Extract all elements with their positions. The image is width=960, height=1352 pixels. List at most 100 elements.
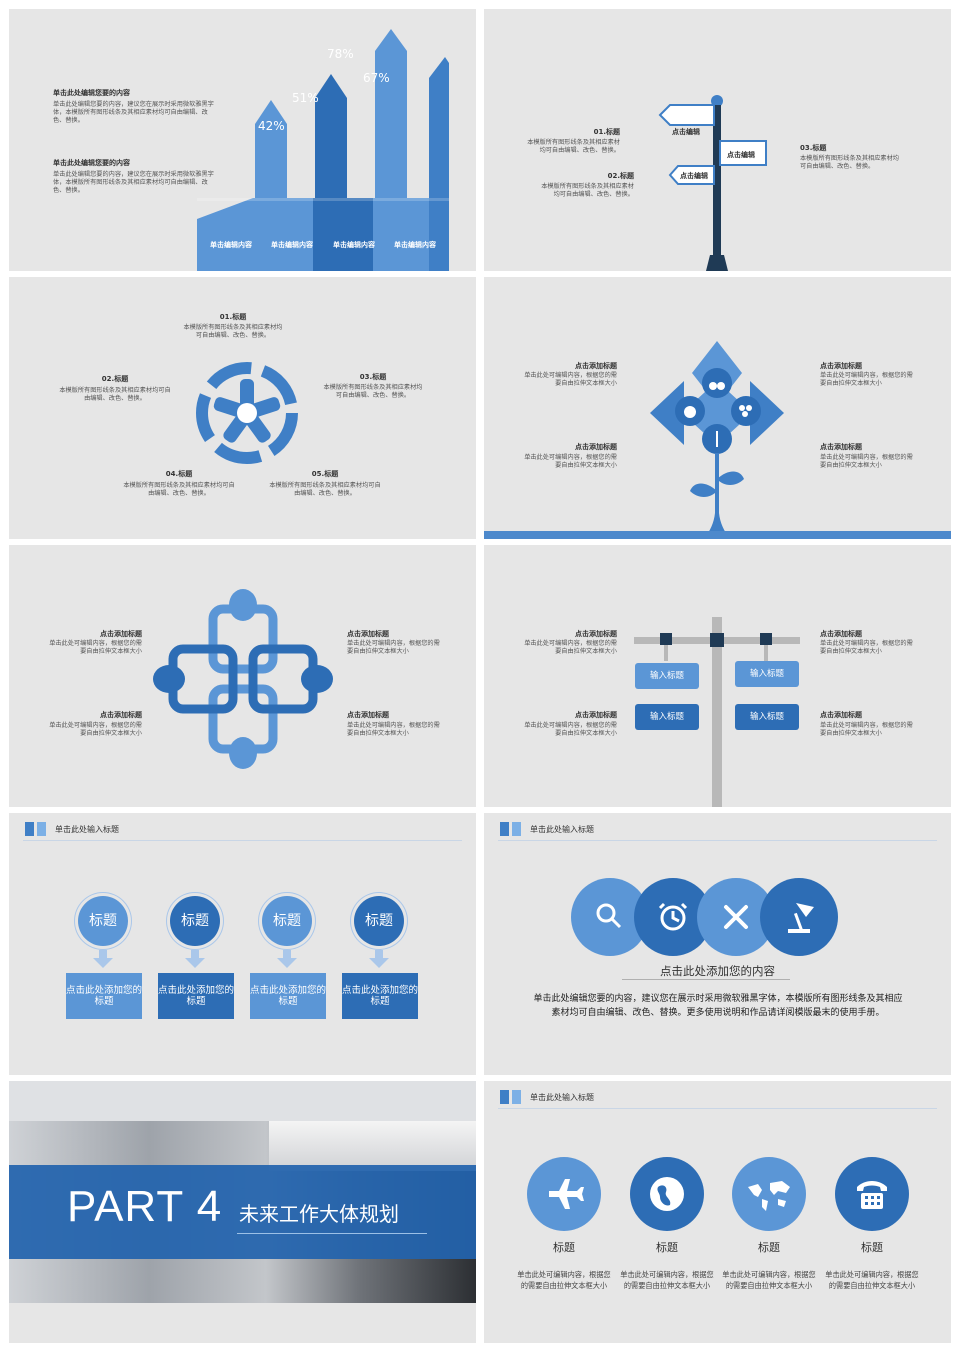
item-desc: 单击此处可编辑内容，根据您的需要自由拉伸文本框大小: [524, 640, 617, 656]
header-divider: [498, 1108, 937, 1109]
item-title: 点击添加标题: [820, 443, 862, 451]
item-desc: 单击此处可编辑内容，根据您的需要自由拉伸文本框大小: [722, 1270, 816, 1290]
item-title: 01.标题: [219, 313, 247, 321]
sign-label: 点击编辑: [727, 151, 755, 159]
item-desc: 本模版所有图形线条及其相应素材均可自由编辑、改色、替换。: [800, 155, 899, 171]
item-title: 点击添加标题: [820, 630, 862, 638]
item-title: 标题: [553, 1241, 575, 1254]
slide-hands-circle: 01.标题 本模版所有图形线条及其相应素材均可自由编辑、改色、替换。 02.标题…: [9, 277, 476, 539]
title-underline: [237, 1233, 427, 1234]
block-title: 单击此处编辑您要的内容: [53, 159, 130, 167]
part-number: PART 4: [67, 1182, 223, 1231]
item-desc: 本模版所有图形线条及其相应素材均可自由编辑、改色、替换。: [541, 183, 634, 199]
ground-bar: [484, 531, 951, 539]
cherry-icon: [702, 368, 732, 398]
title-bubble: 标题: [170, 896, 220, 946]
search-icon: [596, 903, 622, 929]
hands-circle-graphic: [196, 362, 298, 464]
item-desc: 单击此处可编辑内容，根据您的需要自由拉伸文本框大小: [347, 722, 440, 738]
slide-double-signpost: 点击添加标题 单击此处可编辑内容，根据您的需要自由拉伸文本框大小 点击添加标题 …: [484, 545, 951, 807]
item-title: 02.标题: [101, 375, 129, 383]
item-title: 点击添加标题: [820, 362, 862, 370]
slide-flower: 点击添加标题 单击此处可编辑内容，根据您的需要自由拉伸文本框大小 点击添加标题 …: [484, 277, 951, 539]
knot-graphic: [153, 589, 333, 769]
item-desc: 单击此处可编辑内容，根据您的需要自由拉伸文本框大小: [524, 722, 617, 738]
header-title: 单击此处输入标题: [55, 825, 119, 834]
title-banner: [9, 1165, 476, 1259]
sign-label: 输入标题: [735, 704, 799, 730]
item-title: 标题: [758, 1241, 780, 1254]
base-label: 单击编辑内容: [271, 241, 313, 249]
content-body: 单击此处编辑您要的内容，建议您在展示时采用微软雅黑字体，本模版所有图形线条及其相…: [533, 994, 903, 1018]
header-title: 单击此处输入标题: [530, 825, 594, 834]
bottom-band: [9, 1303, 476, 1343]
subtitle-divider: [622, 979, 790, 980]
item-desc: 单击此处可编辑内容，根据您的需要自由拉伸文本框大小: [820, 454, 913, 470]
item-desc: 本模版所有图形线条及其相应素材均可自由编辑、改色、替换。: [59, 387, 171, 403]
block-title: 单击此处编辑您要的内容: [53, 89, 130, 97]
slide-title-flow: 单击此处输入标题 标题 标题 标题 标题 点击此处添加您的标题 点击此处添加您的…: [9, 813, 476, 1075]
down-arrow-icon: [277, 950, 297, 968]
title-box: 点击此处添加您的标题: [66, 973, 142, 1019]
percent-label: 78%: [327, 47, 354, 61]
item-title: 点击添加标题: [100, 711, 142, 719]
item-title: 点击添加标题: [347, 630, 389, 638]
telephone-icon: [857, 1181, 887, 1209]
title-bubble: 标题: [354, 896, 404, 946]
photo-highlight: [269, 1121, 476, 1171]
item-desc: 单击此处可编辑内容，根据您的需要自由拉伸文本框大小: [820, 640, 913, 656]
alarm-clock-icon: [658, 902, 688, 931]
header-divider: [498, 840, 937, 841]
item-desc: 单击此处可编辑内容，根据您的需要自由拉伸文本框大小: [49, 640, 142, 656]
header-divider: [23, 840, 462, 841]
title-bubble: 标题: [78, 896, 128, 946]
sign-label: 点击编辑: [680, 172, 708, 180]
percent-label: 51%: [292, 91, 319, 105]
item-desc: 本模版所有图形线条及其相应素材均可自由编辑、改色、替换。: [183, 324, 283, 340]
down-arrow-icon: [369, 950, 389, 968]
item-title: 01.标题: [593, 128, 620, 136]
title-box: 点击此处添加您的标题: [342, 973, 418, 1019]
double-signpost-graphic: [634, 617, 800, 807]
title-box: 点击此处添加您的标题: [158, 973, 234, 1019]
item-desc: 单击此处可编辑内容，根据您的需要自由拉伸文本框大小: [347, 640, 440, 656]
slide-icon-list: 单击此处输入标题 标题 标题 标题 标题 单击此处可编辑内容，根据您的需要自由拉…: [484, 1081, 951, 1343]
item-desc: 本模版所有图形线条及其相应素材均可自由编辑、改色、替换。: [323, 384, 423, 400]
title-box: 点击此处添加您的标题: [250, 973, 326, 1019]
sign-label: 输入标题: [635, 663, 699, 689]
header-marker: [25, 822, 49, 841]
arrow-bar-graphic: [197, 29, 449, 271]
item-desc: 单击此处可编辑内容，根据您的需要自由拉伸文本框大小: [825, 1270, 919, 1290]
header-marker: [500, 822, 524, 841]
sign-label: 输入标题: [635, 704, 699, 730]
item-desc: 单击此处可编辑内容，根据您的需要自由拉伸文本框大小: [820, 372, 913, 388]
item-desc: 单击此处可编辑内容，根据您的需要自由拉伸文本框大小: [49, 722, 142, 738]
item-desc: 单击此处可编辑内容，根据您的需要自由拉伸文本框大小: [517, 1270, 611, 1290]
item-title: 标题: [861, 1241, 883, 1254]
title-bubble: 标题: [262, 896, 312, 946]
grapes-icon: [731, 396, 761, 426]
tools-icon: [724, 905, 748, 929]
item-title: 03.标题: [359, 373, 387, 381]
icon-circle: [630, 1157, 704, 1231]
part-title: 未来工作大体规划: [239, 1202, 399, 1226]
icon-circle: [732, 1157, 806, 1231]
item-desc: 单击此处可编辑内容，根据您的需要自由拉伸文本框大小: [524, 454, 617, 470]
item-title: 04.标题: [165, 470, 193, 478]
airplane-icon: [549, 1179, 584, 1209]
item-desc: 单击此处可编辑内容，根据您的需要自由拉伸文本框大小: [820, 722, 913, 738]
item-title: 点击添加标题: [100, 630, 142, 638]
slide-part-cover: PART 4 未来工作大体规划: [9, 1081, 476, 1343]
block-desc: 单击此处编辑您要的内容，建议您在展示时采用微软雅黑字体，本模版所有图形线条及其相…: [53, 171, 214, 195]
world-map-icon: [748, 1181, 790, 1211]
item-title: 点击添加标题: [575, 443, 617, 451]
item-title: 02.标题: [607, 172, 634, 180]
header-marker: [500, 1090, 524, 1109]
base-label: 单击编辑内容: [210, 241, 252, 249]
sign-label: 点击编辑: [672, 128, 700, 136]
signpost-graphic: [658, 95, 767, 271]
icon-circle: [835, 1157, 909, 1231]
item-desc: 单击此处可编辑内容，根据您的需要自由拉伸文本框大小: [524, 372, 617, 388]
item-title: 05.标题: [311, 470, 339, 478]
item-title: 标题: [656, 1241, 678, 1254]
